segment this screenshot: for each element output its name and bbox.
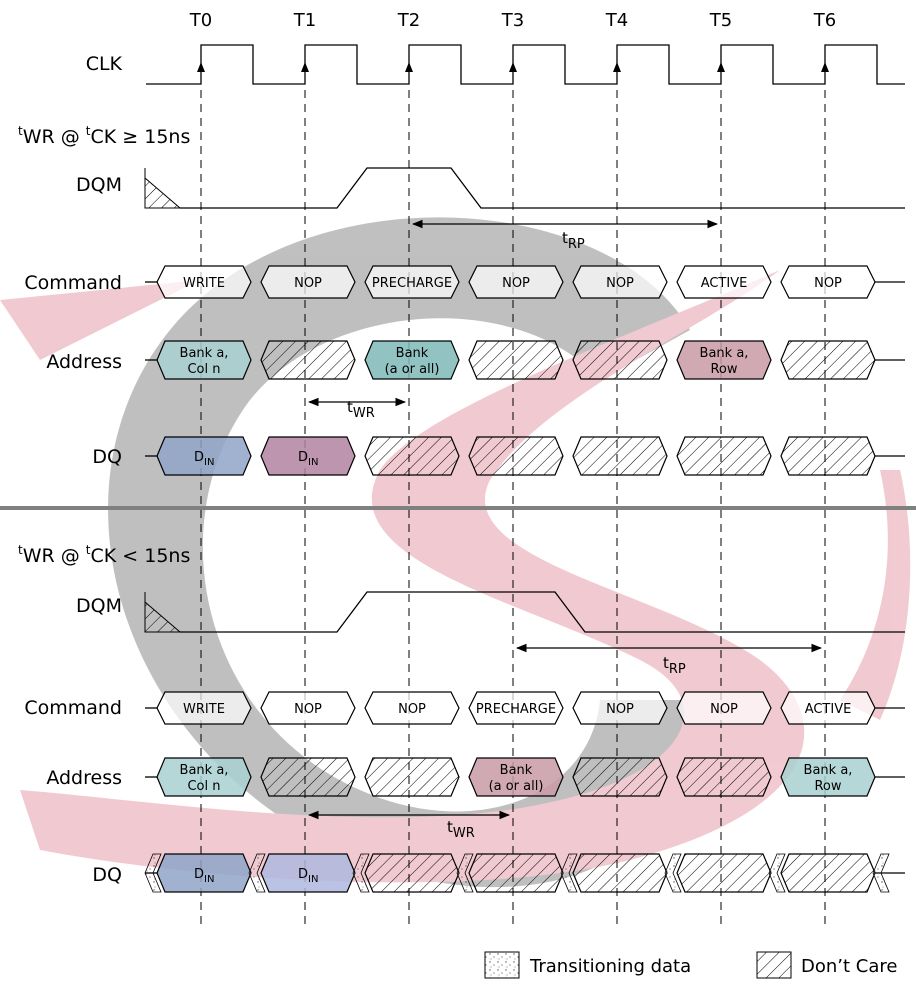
command-slot-label: WRITE (183, 276, 225, 291)
section-title: tWR @ tCK < 15ns (18, 543, 190, 567)
dq-slot-5 (677, 854, 771, 892)
address-slot-line: Bank a, (180, 346, 229, 361)
dq-slot-6 (781, 437, 875, 475)
command-slot-label: ACTIVE (701, 276, 748, 291)
tick-label-T6: T6 (813, 10, 836, 31)
command-slot-label: NOP (606, 702, 634, 717)
address-label: Address (46, 767, 122, 789)
tick-label-T5: T5 (709, 10, 732, 31)
clock-signal: CLK (86, 45, 905, 84)
dq-slot-5 (677, 437, 771, 475)
address-slot-3 (469, 341, 563, 379)
command-slot-label: NOP (294, 276, 322, 291)
address-slot-line: Col n (187, 779, 220, 794)
command-slot-label: PRECHARGE (476, 702, 556, 717)
dqm-label: DQM (76, 595, 122, 617)
address-slot-line: Row (710, 362, 737, 377)
address-slot-line: Bank a, (700, 346, 749, 361)
address-slot-line: Bank a, (804, 763, 853, 778)
address-slot-line: Bank (396, 346, 429, 361)
legend-dontcare-label: Don’t Care (801, 956, 897, 977)
dq-slot-4 (573, 437, 667, 475)
tick-label-T4: T4 (605, 10, 628, 31)
command-slot-label: ACTIVE (805, 702, 852, 717)
command-slot-label: NOP (502, 276, 530, 291)
dq-slot-2 (365, 854, 459, 892)
dq-slot-4 (573, 854, 667, 892)
address-slot-line: Col n (187, 362, 220, 377)
command-label: Command (24, 272, 122, 294)
address-slot-line: Row (814, 779, 841, 794)
clk-label: CLK (86, 53, 123, 75)
address-slot-4 (573, 341, 667, 379)
address-slot-5 (677, 758, 771, 796)
command-slot-label: NOP (710, 702, 738, 717)
command-label: Command (24, 697, 122, 719)
dqm-waveform (180, 168, 905, 208)
command-slot-label: PRECHARGE (372, 276, 452, 291)
dq-slot-6 (781, 854, 875, 892)
clk-waveform (146, 45, 905, 84)
tick-label-T3: T3 (501, 10, 524, 31)
command-slot-label: NOP (814, 276, 842, 291)
address-slot-line: (a or all) (385, 362, 440, 377)
legend-transitioning-swatch (485, 952, 519, 978)
section-title: tWR @ tCK ≥ 15ns (18, 124, 190, 148)
legend-dontcare-swatch (757, 952, 791, 978)
address-slot-line: Bank (500, 763, 533, 778)
dq-label: DQ (92, 864, 122, 886)
address-slot-line: Bank a, (180, 763, 229, 778)
address-slot-line: (a or all) (489, 779, 544, 794)
address-slot-1 (261, 341, 355, 379)
tick-label-T1: T1 (293, 10, 316, 31)
dqm-label: DQM (76, 174, 122, 196)
dq-slot-3 (469, 437, 563, 475)
dq-slot-3 (469, 854, 563, 892)
address-label: Address (46, 351, 122, 373)
address-slot-4 (573, 758, 667, 796)
dq-slot-2 (365, 437, 459, 475)
command-slot-label: NOP (398, 702, 426, 717)
legend: Transitioning data Don’t Care (485, 952, 897, 978)
command-slot-label: NOP (294, 702, 322, 717)
dqm-initial-dontcare (145, 168, 180, 208)
tick-label-T2: T2 (397, 10, 420, 31)
command-slot-label: NOP (606, 276, 634, 291)
legend-transitioning-label: Transitioning data (529, 956, 691, 977)
address-slot-1 (261, 758, 355, 796)
dq-label: DQ (92, 446, 122, 468)
command-slot-label: WRITE (183, 702, 225, 717)
address-slot-6 (781, 341, 875, 379)
address-slot-2 (365, 758, 459, 796)
tick-label-T0: T0 (189, 10, 212, 31)
